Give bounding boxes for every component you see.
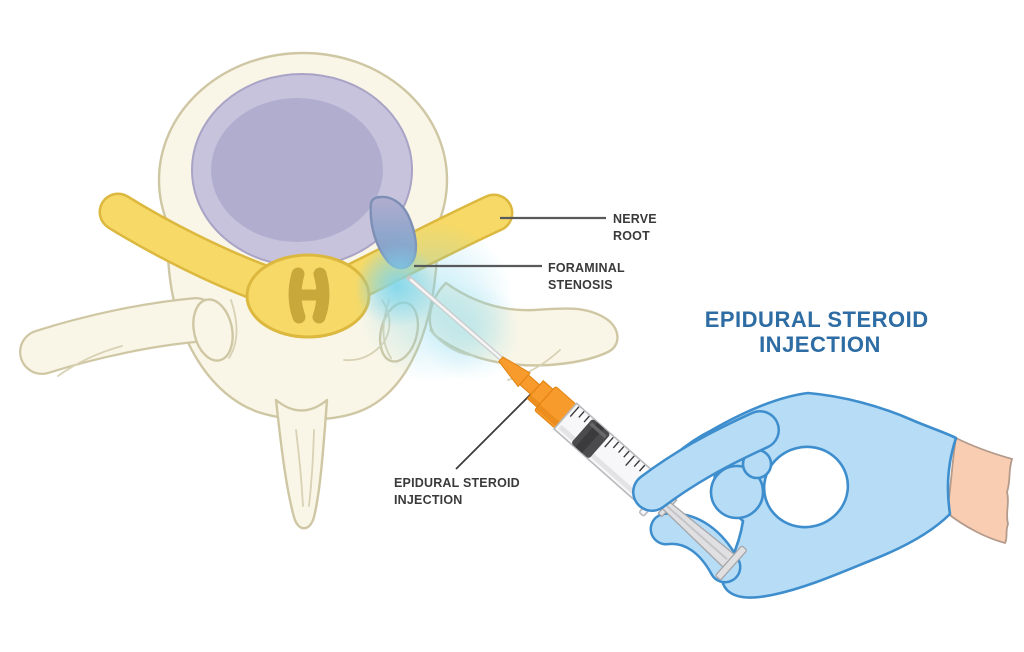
plunger-stopper bbox=[572, 419, 610, 458]
injection-label: EPIDURAL STEROID INJECTION bbox=[394, 476, 524, 507]
disc-nucleus bbox=[211, 98, 383, 242]
needle-hub bbox=[498, 356, 576, 428]
gray-matter bbox=[288, 267, 330, 324]
gloved-hand-illustration bbox=[643, 391, 1014, 599]
annotation-foraminal-stenosis: FORAMINAL STENOSIS bbox=[414, 261, 628, 292]
transverse-process-left-fill bbox=[21, 299, 217, 373]
nerve-root-left bbox=[101, 195, 281, 301]
foraminal-stenosis-label-line1: FORAMINAL bbox=[548, 261, 625, 275]
curled-finger-large bbox=[709, 464, 765, 520]
nerve-root-label-line1: NERVE bbox=[613, 212, 657, 226]
injection-label-line1: EPIDURAL STEROID bbox=[394, 476, 520, 490]
foraminal-stenosis-label: FORAMINAL STENOSIS bbox=[548, 261, 628, 292]
diagram-title-line1: EPIDURAL STEROID bbox=[705, 307, 929, 332]
needle-core bbox=[409, 278, 506, 363]
foraminal-stenosis-label-line2: STENOSIS bbox=[548, 278, 613, 292]
spinous-process bbox=[274, 398, 329, 530]
injection-leader-line bbox=[455, 393, 532, 470]
index-finger bbox=[632, 410, 780, 512]
plunger-flange bbox=[715, 545, 747, 581]
injection-label-line2: INJECTION bbox=[394, 493, 462, 507]
articular-process-left bbox=[192, 298, 234, 362]
nerve-root-label: NERVE ROOT bbox=[613, 212, 661, 243]
nerve-root-label-line2: ROOT bbox=[613, 229, 650, 243]
annotation-nerve-root: NERVE ROOT bbox=[500, 212, 661, 243]
plunger-rod bbox=[655, 495, 747, 581]
palm-opening bbox=[762, 445, 850, 529]
spinal-disc bbox=[191, 73, 413, 267]
forearm-skin bbox=[946, 436, 1014, 545]
spinal-cord bbox=[245, 253, 371, 339]
diagram-title: EPIDURAL STEROID INJECTION bbox=[705, 307, 936, 357]
annotation-injection-site: EPIDURAL STEROID INJECTION bbox=[394, 393, 532, 507]
diagram-title-line2: INJECTION bbox=[759, 332, 881, 357]
